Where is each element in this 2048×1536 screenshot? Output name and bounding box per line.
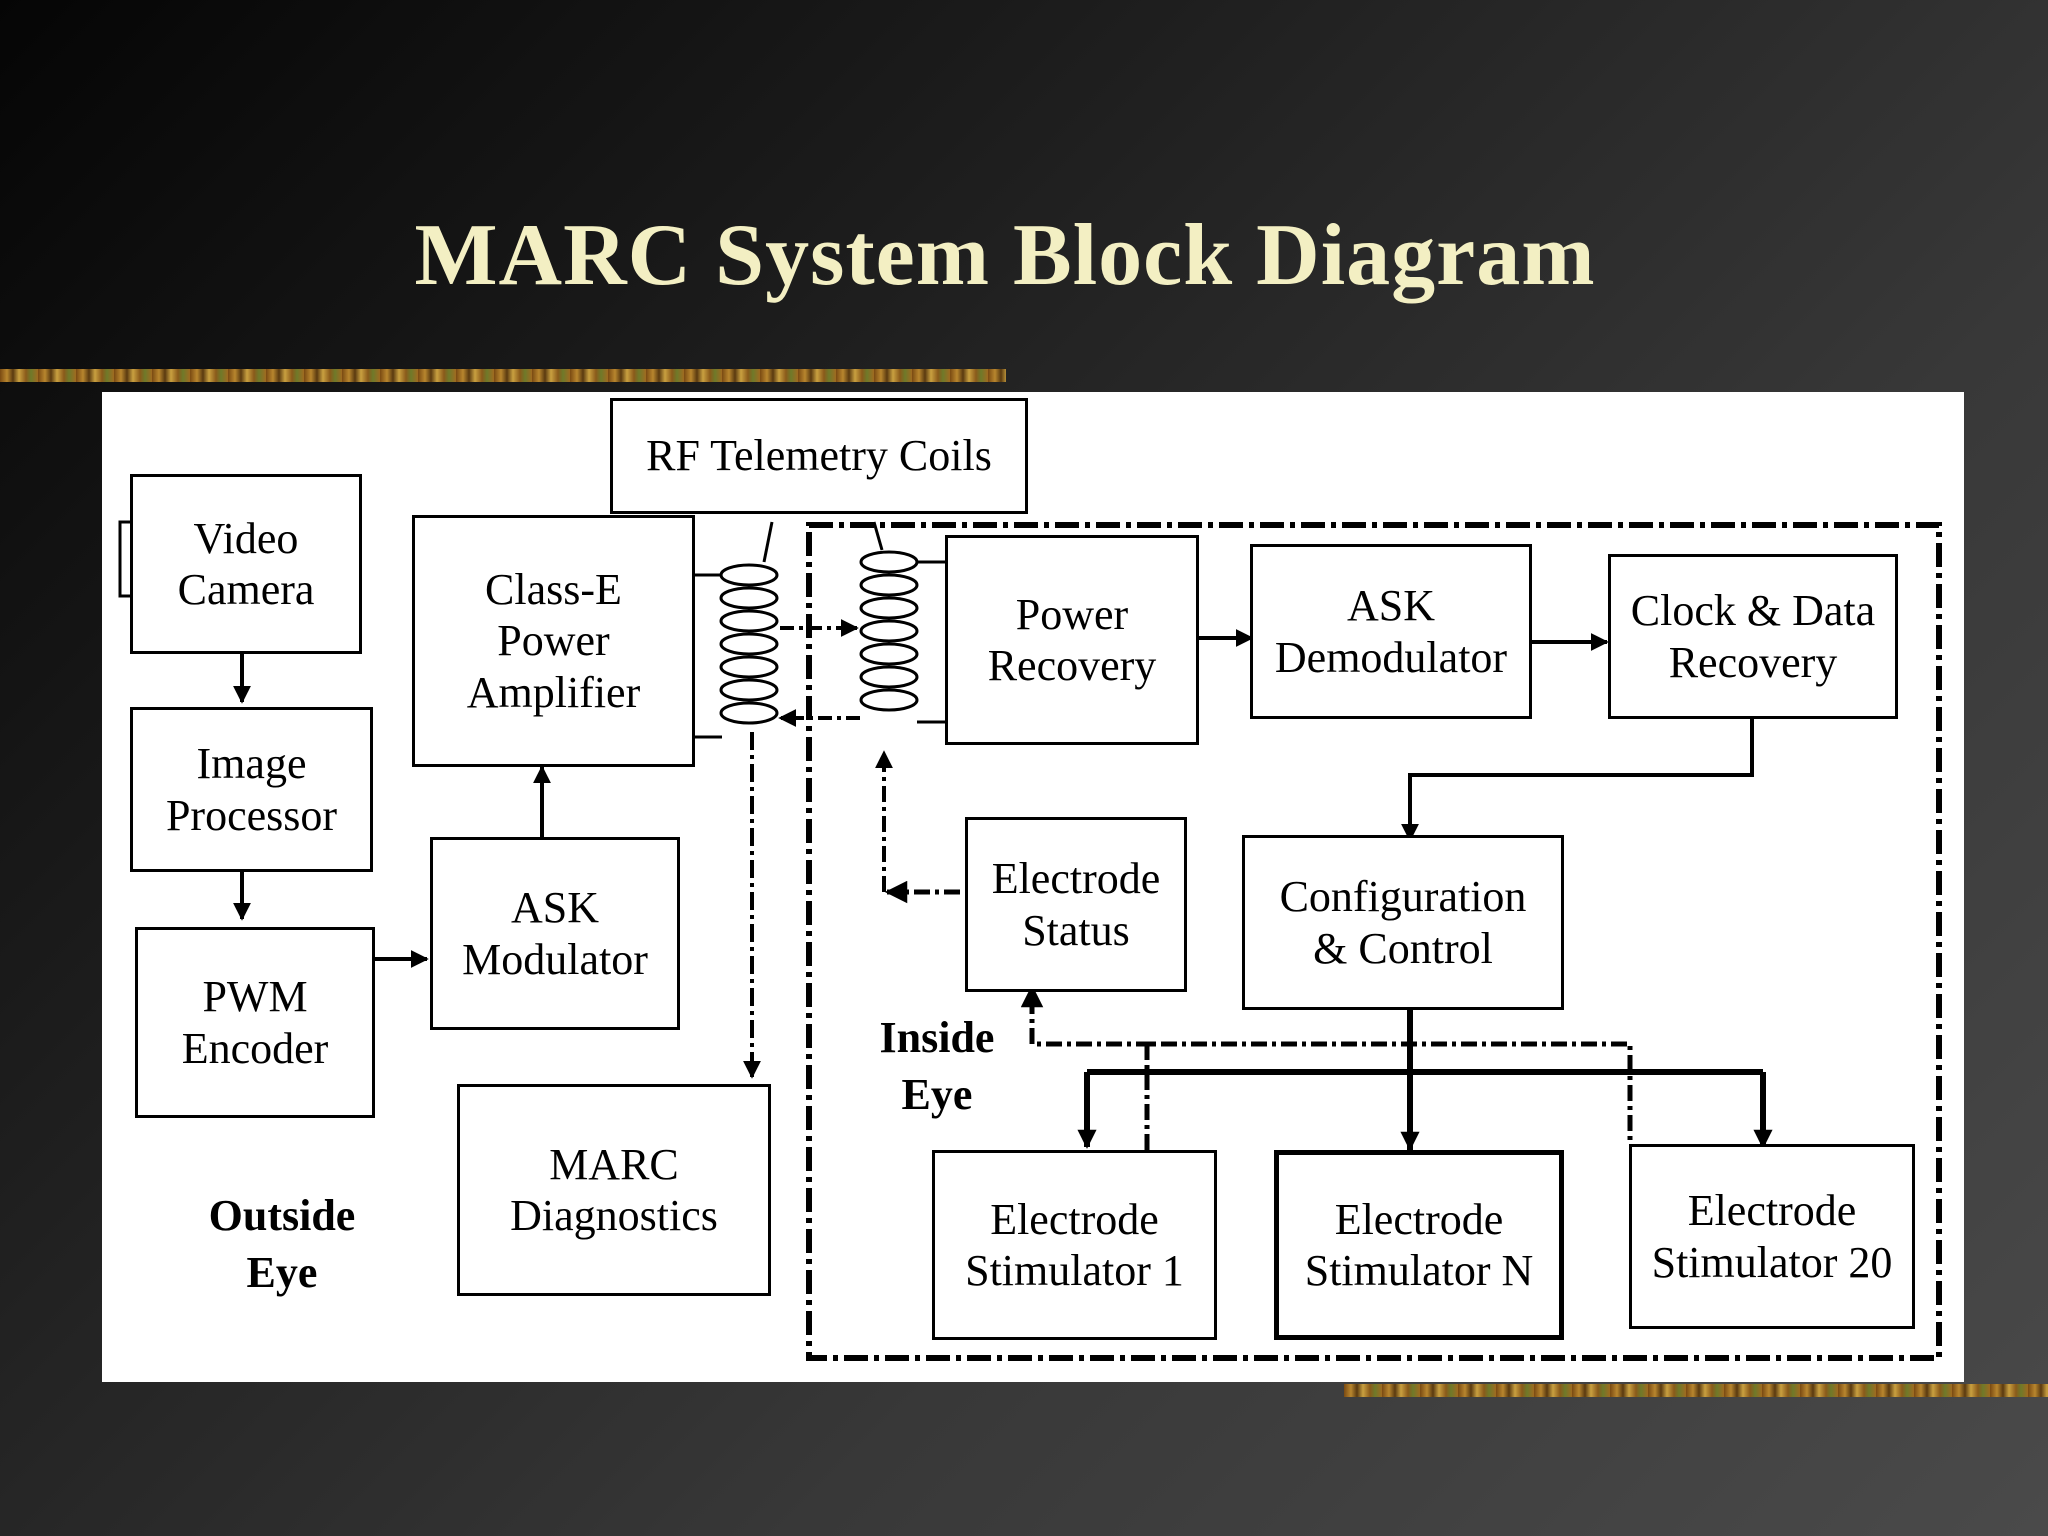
- block-configuration-control: Configuration & Control: [1242, 835, 1564, 1010]
- decorative-stripe-bottom: [1344, 1384, 2048, 1397]
- block-ask-demodulator: ASK Demodulator: [1250, 544, 1532, 719]
- decorative-stripe-top: [0, 369, 1006, 382]
- block-electrode-stimulator-1: Electrode Stimulator 1: [932, 1150, 1217, 1340]
- status-return-dashed: [1144, 1041, 1633, 1150]
- block-image-processor: Image Processor: [130, 707, 373, 872]
- block-marc-diagnostics: MARC Diagnostics: [457, 1084, 771, 1296]
- block-clock-data-recovery: Clock & Data Recovery: [1608, 554, 1898, 719]
- block-electrode-status: Electrode Status: [965, 817, 1187, 992]
- page-title: MARC System Block Diagram: [414, 207, 1596, 304]
- arrow-status-return: [1020, 984, 1152, 1047]
- block-rf-telemetry-coils: RF Telemetry Coils: [610, 398, 1028, 514]
- block-diagram: RF Telemetry Coils Video Camera Image Pr…: [102, 392, 1964, 1382]
- arrow-clock-to-config: [1401, 719, 1754, 842]
- diagram-connectors: [118, 520, 1942, 1361]
- label-inside-eye: Inside Eye: [879, 1013, 995, 1120]
- block-ask-modulator: ASK Modulator: [430, 837, 680, 1030]
- block-electrode-stimulator-20: Electrode Stimulator 20: [1629, 1144, 1915, 1329]
- label-outside-eye: Outside Eye: [208, 1191, 356, 1298]
- block-power-recovery: Power Recovery: [945, 535, 1199, 745]
- block-video-camera: Video Camera: [130, 474, 362, 654]
- internal-coil: [859, 521, 945, 724]
- inside-eye-boundary: [806, 522, 1942, 1361]
- external-coil: [694, 521, 779, 739]
- block-pwm-encoder: PWM Encoder: [135, 927, 375, 1118]
- block-class-e-power-amplifier: Class-E Power Amplifier: [412, 515, 695, 767]
- block-electrode-stimulator-n: Electrode Stimulator N: [1274, 1150, 1564, 1340]
